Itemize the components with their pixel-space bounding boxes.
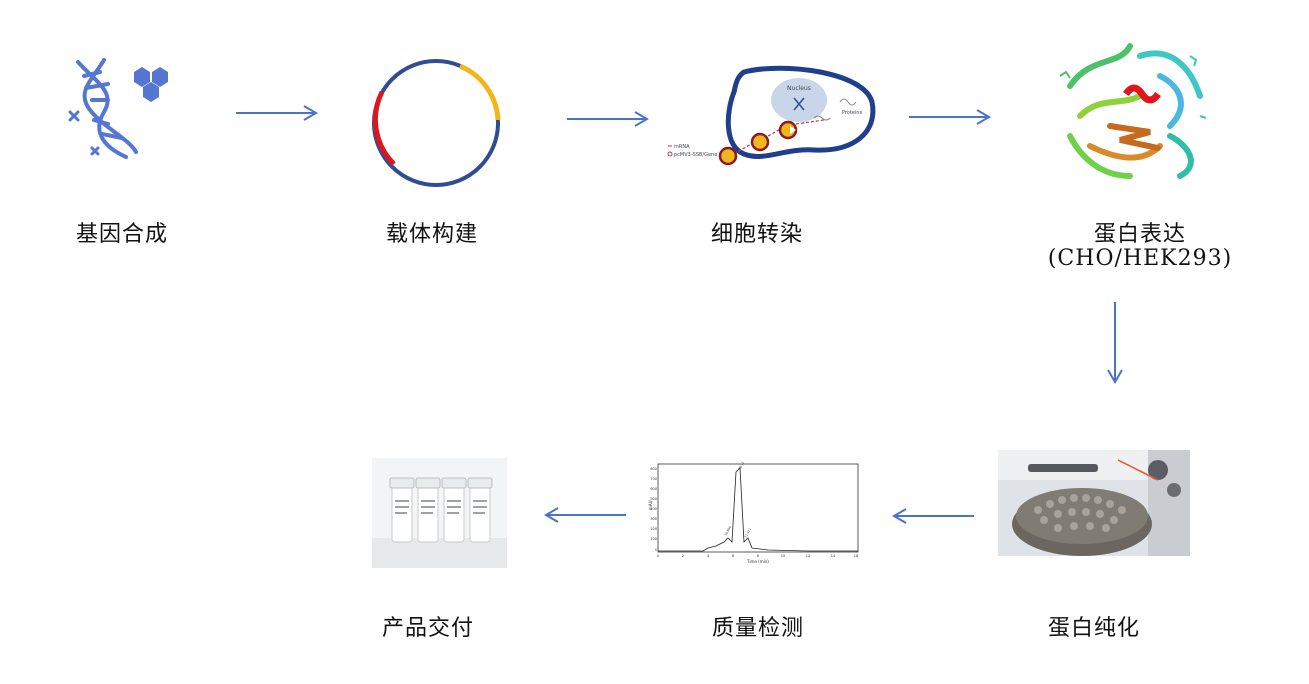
peak-label: 16.890 <box>723 525 732 536</box>
x-tick: 14 <box>831 554 836 558</box>
y-tick: 700 <box>650 477 657 481</box>
step-label-vector-construction: 载体构建 <box>385 222 478 247</box>
purification-instrument-image <box>998 450 1190 556</box>
step-label-product-delivery: 产品交付 <box>381 616 474 641</box>
product-tubes-image <box>372 458 507 568</box>
y-tick: 300 <box>650 517 657 521</box>
arrow-left-icon <box>544 507 626 523</box>
y-tick: 800 <box>650 467 657 471</box>
x-tick: 12 <box>806 554 810 558</box>
protein-label: Proteins <box>842 110 863 116</box>
y-tick: 400 <box>650 507 657 511</box>
chromatogram-trace <box>658 467 858 552</box>
x-tick: 16 <box>854 554 858 558</box>
y-tick: 200 <box>650 527 657 531</box>
arrow-right-icon <box>909 109 991 125</box>
x-tick: 0 <box>657 554 659 558</box>
step-label-protein-expression: 蛋白表达 <box>1093 222 1186 247</box>
arrow-right-icon <box>567 111 649 127</box>
chromatogram-x-axis-label: Time (min) <box>746 559 769 564</box>
step-label-quality-testing: 质量检测 <box>711 616 804 641</box>
chromatogram-y-axis-label: mAU <box>648 500 653 510</box>
x-tick: 8 <box>757 554 759 558</box>
peak-label: 31.021 <box>743 527 752 538</box>
plasmid-icon <box>368 58 504 188</box>
step-label-gene-synthesis: 基因合成 <box>75 222 168 247</box>
step-label-protein-purification: 蛋白纯化 <box>1047 616 1140 641</box>
step-sublabel-expression-host: (CHO/HEK293) <box>1047 246 1233 271</box>
protein-structure-image <box>1050 36 1210 188</box>
arrow-right-icon <box>236 105 318 121</box>
y-tick: 100 <box>650 537 657 541</box>
mrna-label: mRNA <box>674 144 690 150</box>
y-tick: 500 <box>650 497 657 501</box>
y-tick: 0 <box>655 548 657 552</box>
x-tick: 2 <box>682 554 684 558</box>
x-tick: 4 <box>707 554 710 558</box>
plasmid-label: pcMV3-SSB/Gene <box>674 152 717 158</box>
dna-icon <box>56 52 176 162</box>
y-tick: 600 <box>650 487 657 491</box>
transfection-diagram: Nucleus Proteins mRNA pcMV3-SSB/Gene <box>664 62 879 180</box>
peak-label: 28.221 <box>737 462 746 471</box>
nucleus-label: Nucleus <box>787 85 811 92</box>
transfection-particle-icon <box>718 120 798 166</box>
step-label-cell-transfection: 细胞转染 <box>710 222 803 247</box>
arrow-down-icon <box>1107 302 1123 384</box>
arrow-left-icon <box>892 508 974 524</box>
chromosome-icon <box>793 97 805 111</box>
chromatogram-chart: mAU 800 700 600 500 400 300 200 100 0 0 … <box>648 462 862 566</box>
x-tick: 10 <box>781 554 785 558</box>
x-tick: 6 <box>732 554 734 558</box>
